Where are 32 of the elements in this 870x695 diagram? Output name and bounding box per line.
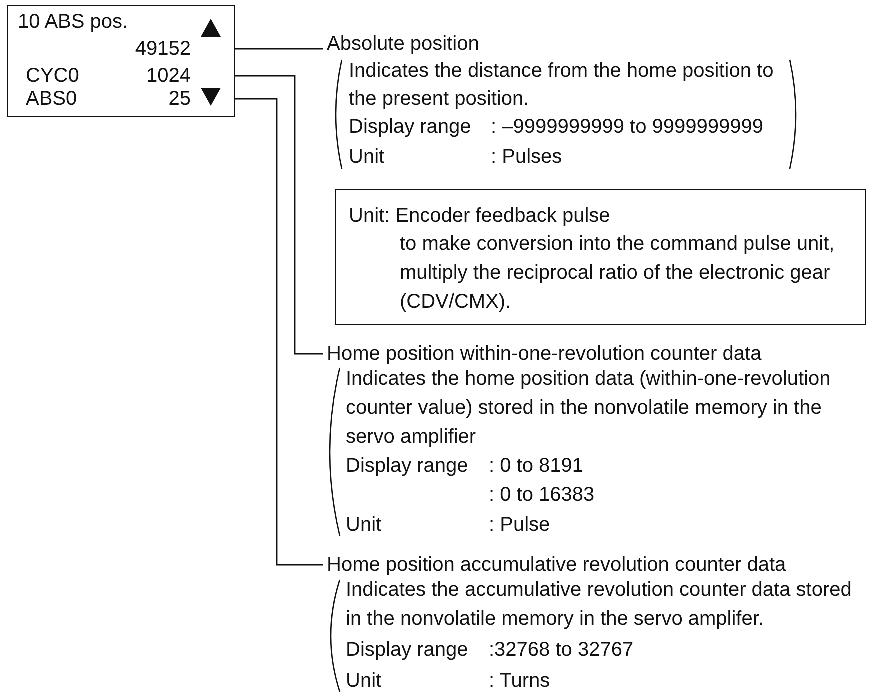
parameter-name: CYC0 [26, 64, 80, 88]
display-title: 10 ABS pos. [18, 10, 128, 34]
note-text: Unit: Encoder feedback pulse [349, 204, 610, 228]
description-text: Indicates the home position data (within-one-revolution counter value) stored in the nonvolatile memory in the servo amplifier [346, 367, 832, 450]
field-value: : 0 to 8191 [489, 454, 584, 478]
description-text: Indicates the distance from the home position to the present position. [349, 59, 774, 112]
note-box [335, 189, 866, 325]
item-heading: Home position within-one-revolution counter data [327, 342, 762, 366]
field-value: : Turns [489, 669, 550, 693]
field-name: Unit [346, 513, 382, 537]
field-name: Unit [349, 145, 385, 169]
display-value: 1024 [146, 64, 191, 88]
leader-line [235, 48, 323, 50]
item-heading: Home position accumulative revolution counter data [327, 553, 786, 577]
field-value: : Pulse [489, 513, 550, 537]
note-text: to make conversion into the command pulse unit, multiply the reciprocal ratio of the electronic gear (CDV/CMX). [400, 232, 836, 315]
field-name: Display range [346, 638, 468, 662]
field-value: : Pulses [491, 145, 562, 169]
field-value: : –9999999999 to 9999999999 [491, 115, 764, 139]
parameter-name: ABS0 [26, 87, 78, 111]
description-text: Indicates the accumulative revolution counter data stored in the nonvolatile memory in the servo amplifer. [346, 578, 853, 632]
display-value: 49152 [135, 37, 191, 61]
display-value: 25 [168, 87, 191, 111]
field-value: :32768 to 32767 [489, 638, 634, 662]
field-name: Display range [346, 454, 468, 478]
leader-line [235, 98, 323, 566]
item-heading: Absolute position [327, 32, 480, 56]
leader-line [235, 75, 323, 355]
field-value: : 0 to 16383 [489, 483, 595, 507]
field-name: Unit [346, 669, 382, 693]
field-name: Display range [349, 115, 472, 139]
display-screen [7, 5, 235, 117]
